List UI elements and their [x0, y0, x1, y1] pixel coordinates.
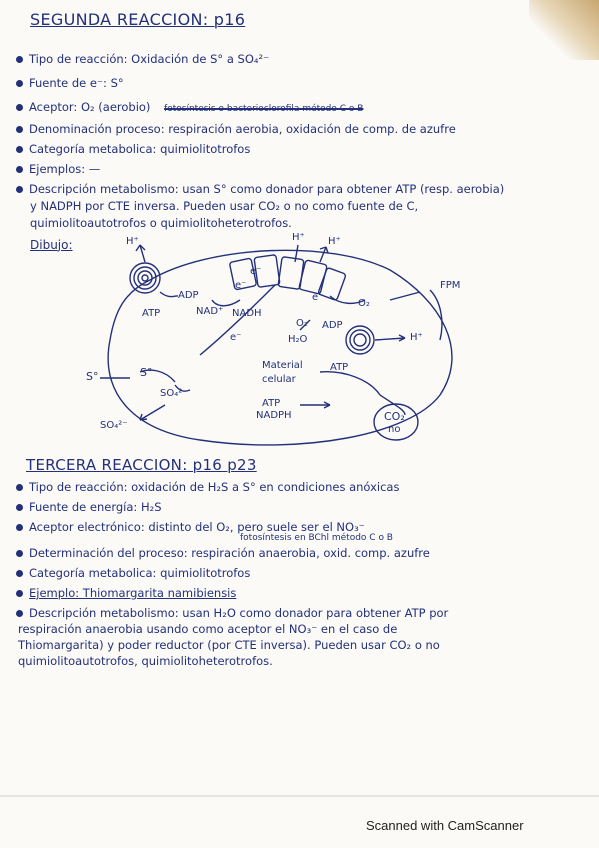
sulfate-label: SO₄²⁻ [100, 420, 128, 431]
h-plus-label: H⁺ [410, 332, 423, 343]
tercera-descripcion-3: Thiomargarita) y poder reductor (por CTE… [18, 638, 440, 652]
segunda-tipo: Tipo de reacción: Oxidación de S° a SO₄²… [16, 52, 586, 66]
atp-label: ATP [330, 362, 349, 373]
material-label: celular [262, 374, 296, 385]
struck-text: fotosíntesis o bacterioclorofila método … [164, 104, 364, 114]
etc-complex-5 [317, 267, 347, 301]
o2-label: O₂ [296, 318, 308, 329]
segunda-aceptor: Aceptor: O₂ (aerobio) fotosíntesis o bac… [16, 100, 586, 116]
electron-label: e⁻ [230, 332, 242, 343]
h-plus-label: H⁺ [126, 236, 139, 247]
segunda-fuente: Fuente de e⁻: S° [16, 76, 586, 90]
h-plus-label: H⁺ [328, 236, 341, 247]
tercera-tipo: Tipo de reacción: oxidación de H₂S a S° … [16, 480, 586, 494]
tercera-categoria: Categoría metabolica: quimiolitotrofos [16, 566, 586, 580]
co2-circle [373, 403, 419, 441]
bullet-icon [16, 524, 23, 531]
material-label: Material [262, 360, 303, 371]
tercera-descripcion: Descripción metabolismo: usan H₂O como d… [16, 606, 586, 620]
co2-label: CO₂ [384, 410, 405, 423]
atp-label: ATP [262, 398, 281, 409]
cell-membrane [107, 249, 453, 446]
atp-synthase-left-icon [129, 262, 161, 294]
segunda-title-text: SEGUNDA REACCION: p16 [30, 10, 246, 29]
bullet-icon [16, 146, 23, 153]
bullet-icon [16, 550, 23, 557]
segunda-descripcion-3: quimiolitoautotrofos o quimiolitoheterot… [30, 216, 292, 230]
o2-label: O₂ [358, 298, 370, 309]
atp-synthase-right-icon [345, 325, 375, 355]
bullet-icon [16, 104, 23, 111]
bullet-icon [16, 186, 23, 193]
tercera-aceptor: Aceptor electrónico: distinto del O₂, pe… [16, 520, 586, 534]
no-label: no [388, 424, 401, 435]
bullet-icon [16, 80, 23, 87]
etc-complex-2 [253, 254, 281, 288]
sulfate-label: SO₄²⁻ [160, 388, 188, 399]
bullet-icon [16, 570, 23, 577]
h2o-label: H₂O [288, 334, 308, 345]
nadph-label: NADPH [256, 410, 292, 421]
page-edge [0, 795, 599, 797]
h-plus-label: H⁺ [292, 232, 305, 243]
atp-label: ATP [142, 308, 161, 319]
adp-label: ADP [178, 290, 199, 301]
tercera-title: TERCERA REACCION: p16 p23 [26, 456, 257, 474]
bullet-icon [16, 166, 23, 173]
fpm-label: FPM [440, 280, 461, 291]
tercera-ejemplo: Ejemplo: Thiomargarita namibiensis [16, 586, 586, 600]
bullet-icon [16, 56, 23, 63]
tercera-fuente: Fuente de energía: H₂S [16, 500, 586, 514]
segunda-descripcion-2: y NADPH por CTE inversa. Pueden usar CO₂… [30, 199, 419, 213]
tercera-descripcion-2: respiración anaerobia usando como acepto… [18, 622, 398, 636]
bullet-icon [16, 590, 23, 597]
nadh-label: NADH [232, 308, 262, 319]
scanner-watermark: Scanned with CamScanner [366, 818, 524, 833]
tercera-aceptor-note: fotosíntesis en BChl método C o B [240, 533, 393, 543]
electron-label: e⁻ [235, 280, 247, 291]
page-corner-shadow [529, 0, 599, 60]
bullet-icon [16, 484, 23, 491]
tercera-determinacion: Determinación del proceso: respiración a… [16, 546, 586, 560]
sulfur-label: S° [140, 366, 153, 379]
sulfur-label: S° [86, 370, 99, 383]
segunda-denominacion: Denominación proceso: respiración aerobi… [16, 122, 586, 136]
nad-label: NAD⁺ [196, 306, 224, 317]
etc-complex-1 [229, 257, 257, 291]
tercera-descripcion-4: quimiolitoautotrofos, quimiolitoheterotr… [18, 654, 273, 668]
segunda-descripcion: Descripción metabolismo: usan S° como do… [16, 182, 586, 196]
electron-label: e⁻ [250, 266, 262, 277]
dibujo-label: Dibujo: [30, 238, 73, 252]
segunda-ejemplos: Ejemplos: — [16, 162, 586, 176]
electron-label: e⁻ [312, 292, 324, 303]
segunda-title: SEGUNDA REACCION: p16 [30, 10, 245, 29]
tercera-title-text: TERCERA REACCION: p16 p23 [26, 456, 257, 474]
bullet-icon [16, 504, 23, 511]
bullet-icon [16, 126, 23, 133]
adp-label: ADP [322, 320, 343, 331]
segunda-categoria: Categoría metabolica: quimiolitotrofos [16, 142, 586, 156]
bullet-icon [16, 610, 23, 617]
